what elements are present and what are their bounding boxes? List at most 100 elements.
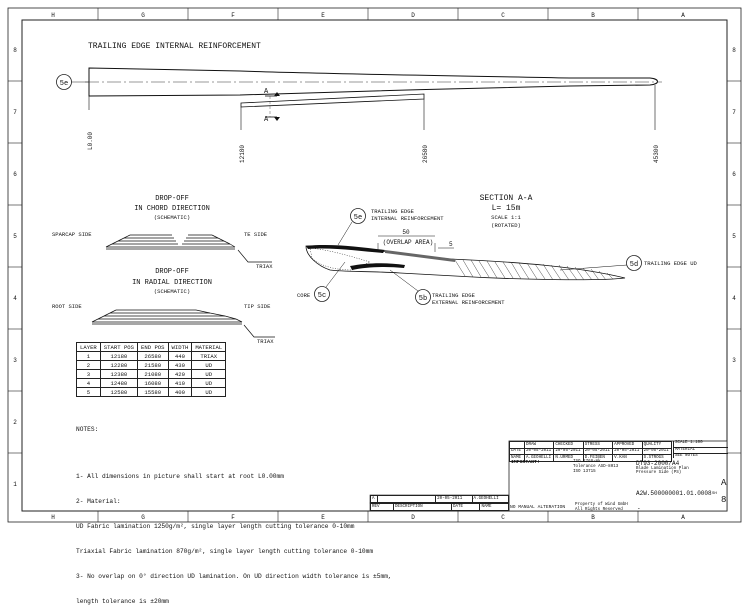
svg-text:5: 5 xyxy=(732,233,736,240)
outer-frame xyxy=(7,7,742,523)
svg-text:5: 5 xyxy=(13,233,17,240)
svg-text:C: C xyxy=(501,514,505,521)
section-mark-lower: A xyxy=(264,116,269,124)
te-ud-hatching xyxy=(454,259,614,281)
svg-text:F: F xyxy=(231,514,235,521)
important-label: IMPORTANT! xyxy=(511,460,540,465)
svg-text:3: 3 xyxy=(13,357,17,364)
svg-text:A: A xyxy=(681,514,685,521)
svg-text:5d: 5d xyxy=(630,261,638,269)
drawing-number: A2W.500000001.01.0008 xyxy=(636,490,712,497)
te-side-label: TE SIDE xyxy=(244,231,268,238)
svg-text:D: D xyxy=(411,12,415,19)
layer-table-header: LAYER START POS END POS WIDTH MATERIAL xyxy=(76,342,227,352)
svg-text:DROP-OFF: DROP-OFF xyxy=(155,195,189,203)
note-line: length tolerance is ±20mm xyxy=(76,597,169,605)
svg-text:INTERNAL REINFORCEMENT: INTERNAL REINFORCEMENT xyxy=(371,215,444,222)
radial-dropoff-title: DROP-OFF IN RADIAL DIRECTION (SCHEMATIC) xyxy=(132,268,212,295)
svg-text:1: 1 xyxy=(13,481,17,488)
grid-ticks xyxy=(8,8,741,522)
callout-5d xyxy=(626,255,642,271)
revision-letter: A xyxy=(721,478,727,488)
svg-text:4: 4 xyxy=(732,295,736,302)
svg-text:5c: 5c xyxy=(318,292,326,300)
internal-reinforcement-layer xyxy=(306,244,385,253)
root-side-label: ROOT SIDE xyxy=(52,303,82,310)
note-line: UD Fabric lamination 1250g/m², single la… xyxy=(76,522,355,530)
dim-5-label: 5 xyxy=(449,241,453,248)
svg-text:6: 6 xyxy=(732,171,736,178)
svg-text:IN RADIAL DIRECTION: IN RADIAL DIRECTION xyxy=(132,279,212,287)
svg-text:G: G xyxy=(141,514,145,521)
svg-text:B: B xyxy=(591,514,595,521)
chord-triax-label: TRIAX xyxy=(256,263,273,270)
svg-text:G: G xyxy=(141,12,145,19)
svg-text:EXTERNAL REINFORCEMENT: EXTERNAL REINFORCEMENT xyxy=(432,299,505,306)
svg-text:45300: 45300 xyxy=(653,145,660,163)
tip-side-label: TIP SIDE xyxy=(244,303,271,310)
dash-field: - xyxy=(637,505,641,512)
svg-text:C: C xyxy=(501,12,505,19)
svg-text:B: B xyxy=(591,12,595,19)
overlap-area-label: (OVERLAP AREA) xyxy=(383,239,433,246)
station-labels: L0.00 12180 26580 45300 xyxy=(87,132,660,163)
no-manual-alteration: NO MANUAL ALTERATION xyxy=(510,505,566,510)
note-line: 2- Material: xyxy=(76,497,121,505)
drawing-title: TRAILING EDGE INTERNAL REINFORCEMENT xyxy=(88,42,261,51)
svg-text:E: E xyxy=(321,12,325,19)
drawing-description: DT93-2000/A4 Blade Lamination Plan Press… xyxy=(636,460,689,475)
notes-block: NOTES: 1- All dimensions in picture shal… xyxy=(76,409,506,614)
callout-5b xyxy=(415,289,431,305)
svg-text:(SCHEMATIC): (SCHEMATIC) xyxy=(154,288,190,295)
svg-text:8: 8 xyxy=(732,47,736,54)
te-internal-label: TRAILING EDGE xyxy=(371,208,415,215)
section-aa-title: SECTION A-A L= 15m SCALE 1:1 (ROTATED) xyxy=(480,194,533,229)
station-lines xyxy=(88,85,656,130)
svg-text:L0.00: L0.00 xyxy=(87,132,94,150)
callout-5c xyxy=(314,286,330,302)
chord-dropoff-schematic xyxy=(105,234,272,263)
overlap-dimension-value: 50 xyxy=(402,229,410,236)
te-ud-label: TRAILING EDGE UD xyxy=(644,260,698,267)
callout-5e-section xyxy=(350,208,366,224)
note-line: Triaxial Fabric lamination 870g/m², sing… xyxy=(76,547,374,555)
core-region xyxy=(309,247,371,271)
svg-text:(SCHEMATIC): (SCHEMATIC) xyxy=(154,214,190,221)
core-label: CORE xyxy=(297,292,311,299)
sparcap-side-label: SPARCAP SIDE xyxy=(52,231,92,238)
svg-text:8: 8 xyxy=(13,47,17,54)
scale-material-box: SCALE 1:100 MATERIAL SEE NOTES xyxy=(673,441,728,458)
note-line: 3- No overlap on 0° direction UD laminat… xyxy=(76,572,392,580)
chord-dropoff-title: DROP-OFF IN CHORD DIRECTION (SCHEMATIC) xyxy=(134,195,210,221)
svg-text:3: 3 xyxy=(732,357,736,364)
svg-text:SECTION A-A: SECTION A-A xyxy=(480,194,533,203)
svg-text:SCALE 1:1: SCALE 1:1 xyxy=(491,214,521,221)
svg-text:A: A xyxy=(681,12,685,19)
svg-text:(ROTATED): (ROTATED) xyxy=(491,222,521,229)
svg-text:F: F xyxy=(231,12,235,19)
radial-dropoff-schematic xyxy=(91,309,275,338)
section-mark-upper: A xyxy=(264,88,269,96)
svg-text:5b: 5b xyxy=(419,295,427,303)
iso-tolerance-box: ISO 2768-mk Tolerance ASD-8013 ISO 13715 xyxy=(573,460,619,474)
radial-triax-label: TRIAX xyxy=(257,338,274,345)
external-reinforcement-layer xyxy=(350,263,405,270)
svg-text:5e: 5e xyxy=(354,214,362,222)
sheet-number: 8 xyxy=(721,495,727,505)
svg-text:12180: 12180 xyxy=(239,145,246,163)
layer-table: LAYER START POS END POS WIDTH MATERIAL 1… xyxy=(76,342,227,397)
svg-text:H: H xyxy=(51,12,55,19)
svg-text:26580: 26580 xyxy=(422,145,429,163)
svg-text:L= 15m: L= 15m xyxy=(492,204,521,213)
svg-text:E: E xyxy=(321,514,325,521)
property-notice: Property of Wind GmbH All Rights Reserve… xyxy=(575,503,628,512)
svg-text:D: D xyxy=(411,514,415,521)
